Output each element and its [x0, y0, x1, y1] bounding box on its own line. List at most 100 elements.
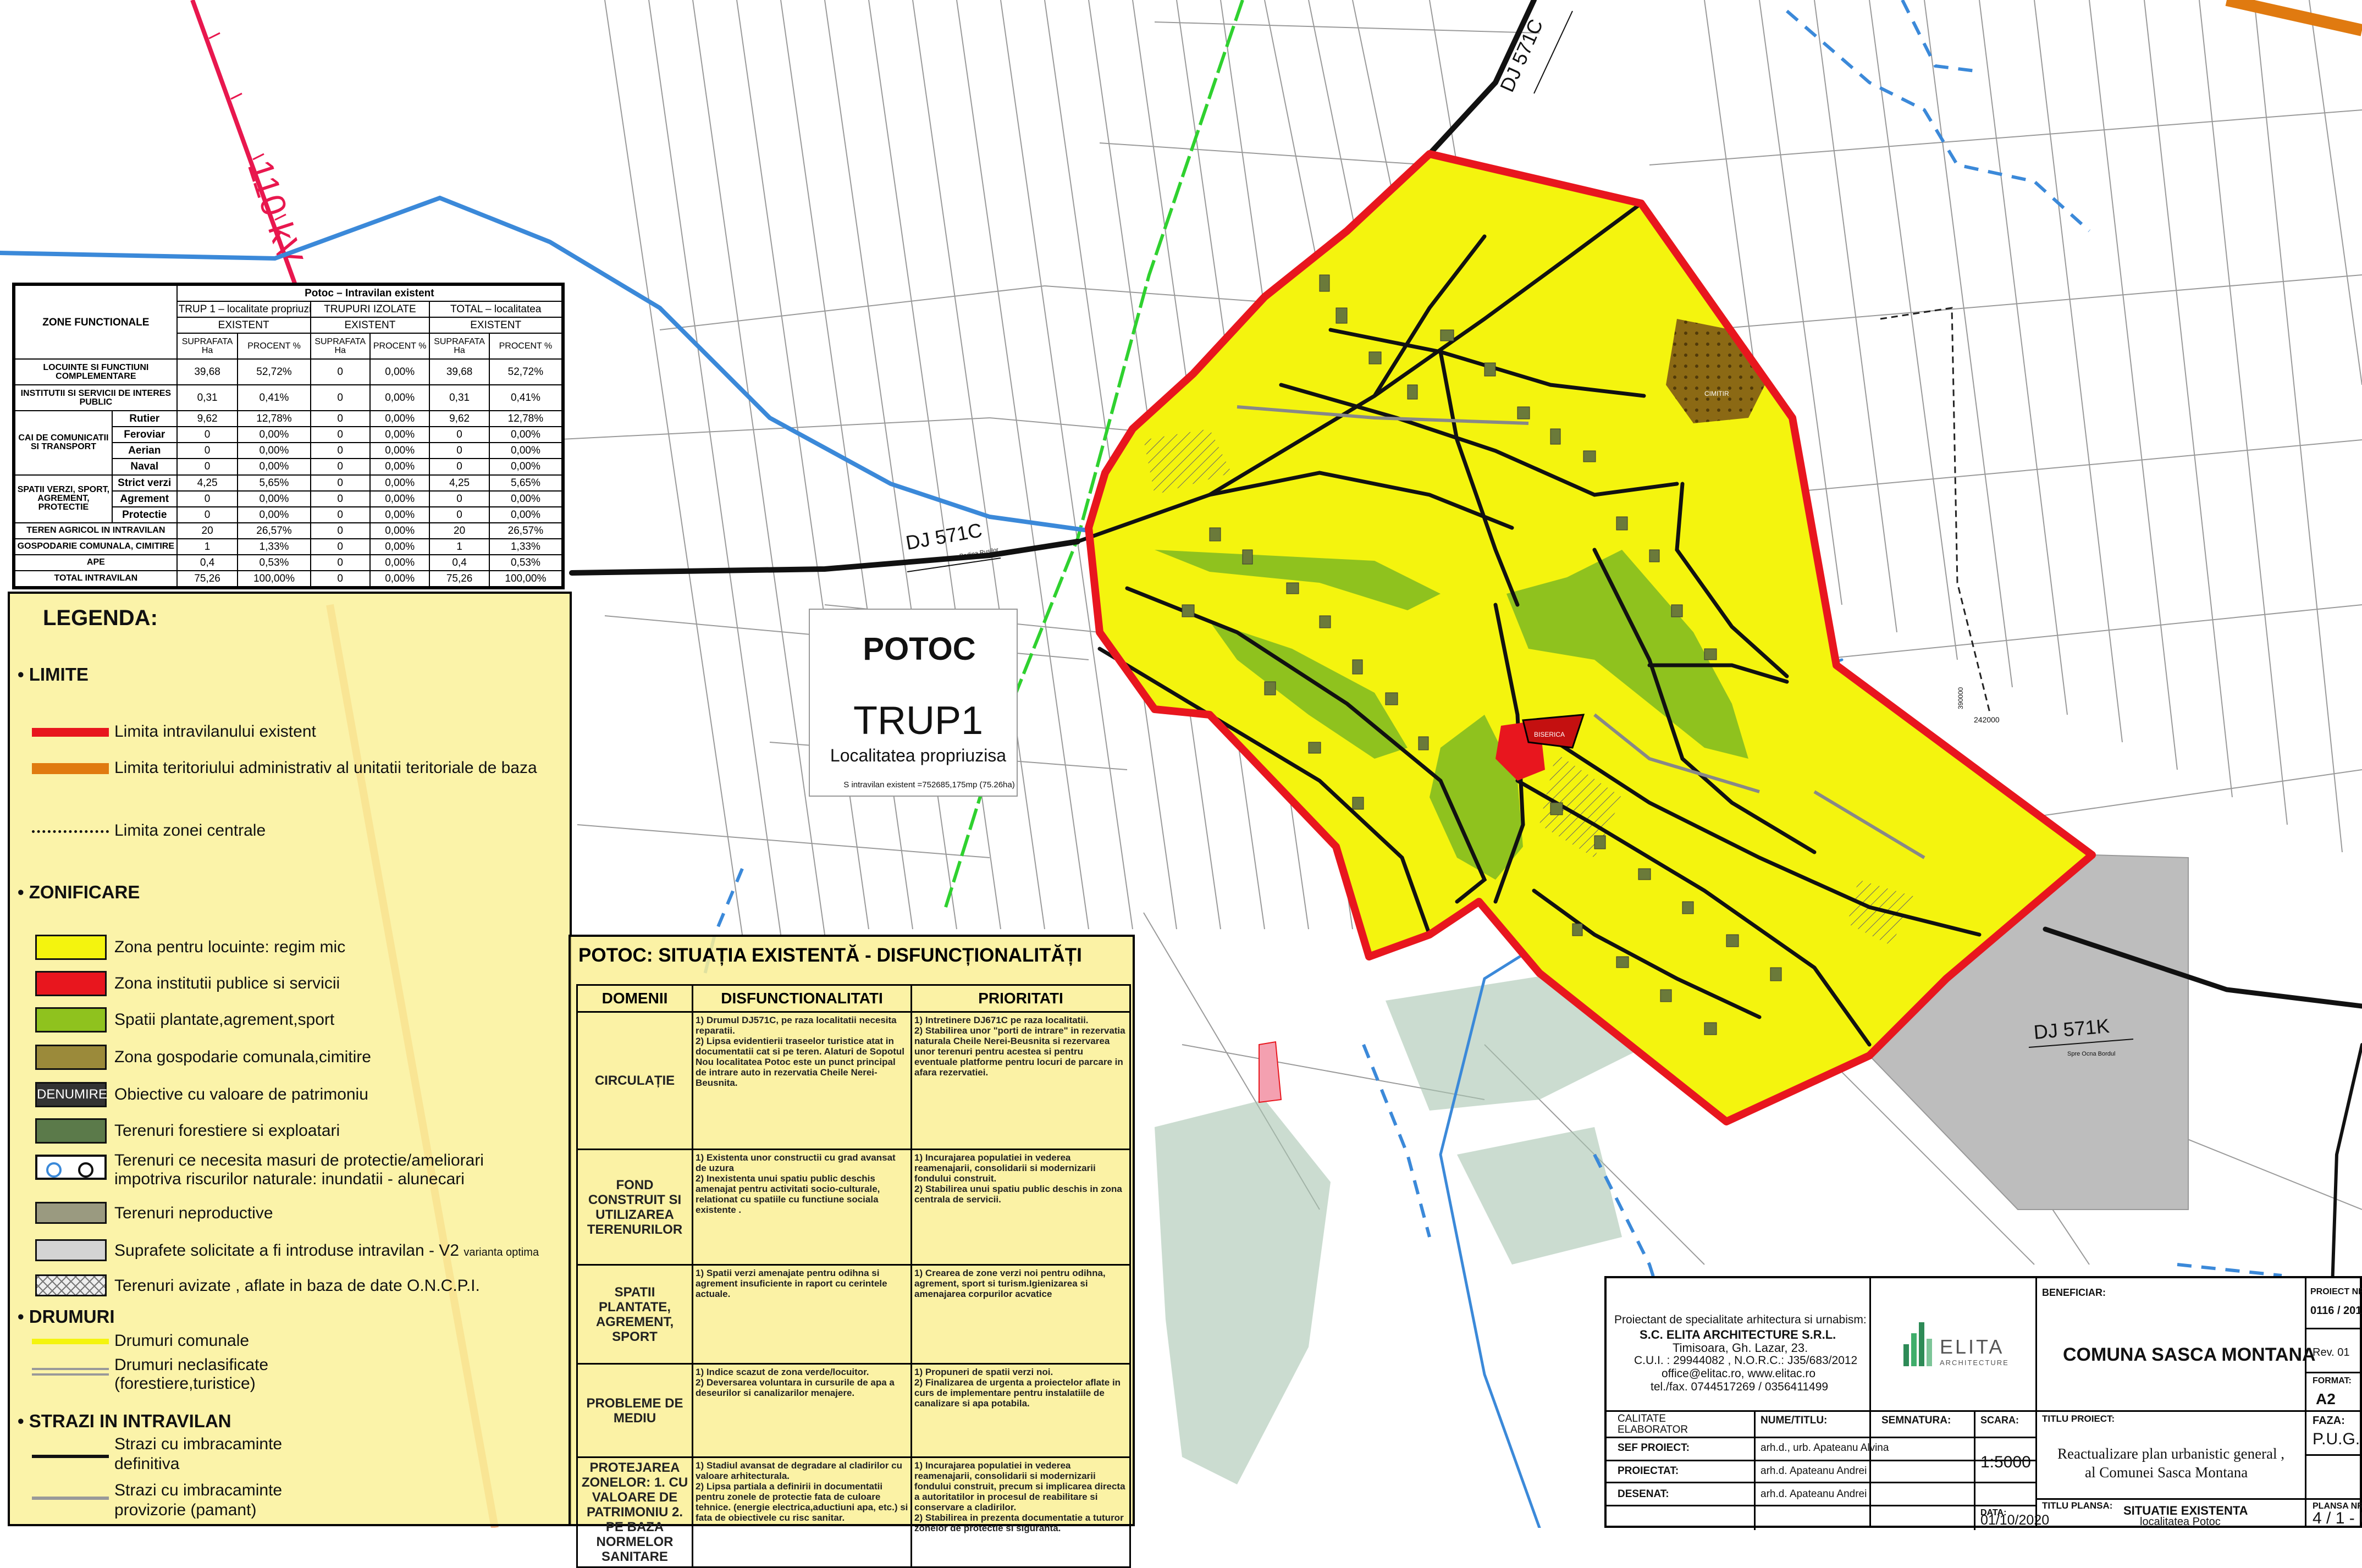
stats-value: 0,00%	[369, 410, 431, 428]
faza-label: FAZA:	[2313, 1415, 2345, 1427]
stats-value: 0	[310, 554, 371, 571]
designer-line: Proiectant de specialitate arhitectura s…	[1614, 1313, 1867, 1326]
stats-value: 0,00%	[369, 570, 431, 588]
legend-zone-2: Zona institutii publice si servicii	[114, 974, 340, 992]
legend-swatch-dirt-street	[32, 1497, 109, 1500]
titlu-plansa-line-2: localitatea Potoc	[2140, 1516, 2221, 1528]
stats-zone-label: GOSPODARIE COMUNALA, CIMITIRE	[14, 538, 178, 555]
stats-value: 0	[310, 570, 371, 588]
legend-zone-10: Terenuri avizate , aflate in baza de dat…	[114, 1277, 480, 1295]
format-label: FORMAT:	[2313, 1376, 2352, 1385]
legend-swatch-green	[35, 1007, 107, 1033]
locality-caption: Localitatea propriuzisa	[830, 746, 1006, 765]
stats-value: 1	[429, 538, 490, 555]
stats-value: 0	[176, 458, 239, 476]
road-sub-dj571k: Spre Ocna Bordul	[2067, 1051, 2115, 1057]
header-dysfunctions: DISFUNCTIONALITATI	[692, 984, 912, 1013]
dysfunction-cell: 1) Existenta unor constructii cu grad av…	[692, 1149, 912, 1266]
stats-value: 100,00%	[488, 570, 563, 588]
stats-value: 0,41%	[488, 384, 563, 412]
legend-road-2a: Drumuri neclasificate	[114, 1356, 269, 1374]
domain-cell: CIRCULAȚIE	[576, 1011, 693, 1150]
stats-zone-label: LOCUINTE SI FUNCTIUNI COMPLEMENTARE	[14, 358, 178, 386]
existent-label: EXISTENT	[310, 317, 431, 334]
legend-swatch-territorial-limit	[32, 763, 109, 774]
priority-cell: 1) Incurajarea populatiei in vederea rea…	[910, 1456, 1131, 1568]
grid-label-242000: 242000	[1974, 715, 2000, 724]
stats-value: 12,78%	[488, 410, 563, 428]
stats-value: 0	[310, 458, 371, 476]
stats-row: SPATII VERZI, SPORT, AGREMENT, PROTECTIE…	[14, 474, 563, 523]
titlu-proiect-line-2: al Comunei Sasca Montana	[2085, 1464, 2248, 1481]
stats-subzone-label: Naval	[111, 458, 178, 476]
legend-zone-9-suffix: varianta optima	[463, 1246, 539, 1258]
legend-street-2a: Strazi cu imbracaminte	[114, 1481, 283, 1499]
stats-value: 0,00%	[369, 384, 431, 412]
stats-value: 0	[176, 426, 239, 444]
stats-value: 0,53%	[237, 554, 311, 571]
stats-value: 0	[310, 384, 371, 412]
stats-subzone-label: Feroviar	[111, 426, 178, 444]
stats-value: 0	[429, 442, 490, 460]
stats-value: 0,00%	[369, 538, 431, 555]
stats-value: 0,00%	[369, 458, 431, 476]
legend-swatch-residential	[35, 935, 107, 960]
stats-value: 75,26	[176, 570, 239, 588]
domain-cell: FOND CONSTRUIT SI UTILIZAREA TERENURILOR	[576, 1149, 693, 1266]
forest-areas	[1155, 968, 1649, 1484]
stats-title: Potoc – Intravilan existent	[176, 284, 563, 302]
format-value: A2	[2316, 1390, 2336, 1407]
heritage-church	[1522, 714, 1585, 749]
dysfunction-cell: 1) Drumul DJ571C, pe raza localitatii ne…	[692, 1011, 912, 1150]
stats-value: 9,62	[176, 410, 239, 428]
stats-zone-label: CAI DE COMUNICATII SI TRANSPORT	[14, 410, 113, 476]
internal-streets	[1075, 201, 1982, 1047]
legend-zone-7a: Terenuri ce necesita masuri de protectie…	[114, 1151, 484, 1169]
faza-value: P.U.G.	[2313, 1430, 2360, 1448]
domain-cell: PROTEJAREA ZONELOR: 1. CU VALOARE DE PAT…	[576, 1456, 693, 1568]
stats-value: 0,4	[176, 554, 239, 571]
stats-subzone-label: Rutier	[111, 410, 178, 428]
stats-subzone-label: Protectie	[111, 506, 178, 523]
priority-cell: 1) Intretinere DJ671C pe raza localitati…	[910, 1011, 1131, 1150]
company-phone: tel./fax. 0744517269 / 0356411499	[1651, 1381, 1829, 1393]
data-label: DATA:	[1980, 1508, 2007, 1517]
sef-name: arh.d., urb. Apateanu Alvina	[1761, 1442, 1889, 1454]
legend-limit-3: Limita zonei centrale	[114, 821, 266, 840]
legend-zone-5: Obiective cu valoare de patrimoniu	[114, 1085, 368, 1103]
stats-value: 0,00%	[369, 522, 431, 539]
small-plot-marker	[1259, 1041, 1282, 1103]
stats-subzone-label: Agrement	[111, 490, 178, 507]
stats-value: 0,00%	[488, 426, 563, 444]
legend-limit-2: Limita teritoriului administrativ al uni…	[114, 759, 537, 777]
trup-name: TRUP1	[853, 699, 983, 743]
road-label-dj571c-north: DJ 571C	[1495, 16, 1547, 96]
stats-value: 0,00%	[488, 490, 563, 507]
legend-swatch-forest	[35, 1118, 107, 1144]
header-priorities: PRIORITATI	[910, 984, 1131, 1013]
scara-value: 1:5000	[1980, 1453, 2031, 1471]
legend-swatch-communal-road	[32, 1339, 109, 1344]
powerline-label: 110 kV	[240, 155, 311, 269]
stats-value: 100,00%	[237, 570, 311, 588]
plansa-nr: 4 / 1 - U	[2313, 1509, 2362, 1527]
stats-value: 1,33%	[488, 538, 563, 555]
dysfunction-row: PROTEJAREA ZONELOR: 1. CU VALOARE DE PAT…	[576, 1456, 1131, 1568]
calitate-label: CALITATE ELABORATOR	[1618, 1413, 1688, 1436]
stats-value: 0	[310, 442, 371, 460]
stats-value: 0	[310, 410, 371, 428]
dysfunctions-table: POTOC: SITUAȚIA EXISTENTĂ - DISFUNCȚIONA…	[569, 935, 1135, 1568]
drawing-title-block: Proiectant de specialitate arhitectura s…	[1604, 1276, 2362, 1530]
stats-value: 0	[429, 458, 490, 476]
titlu-proiect-label: TITLU PROIECT:	[2042, 1414, 2115, 1424]
legend-swatch-central-limit	[32, 830, 109, 833]
legend-swatch-unclassified-road	[32, 1368, 109, 1376]
road-label-dj571c-west: DJ 571C	[904, 518, 984, 554]
stats-value: 0,00%	[369, 426, 431, 444]
legend-zone-3: Spatii plantate,agrement,sport	[114, 1011, 335, 1029]
stats-value: 0,53%	[488, 554, 563, 571]
